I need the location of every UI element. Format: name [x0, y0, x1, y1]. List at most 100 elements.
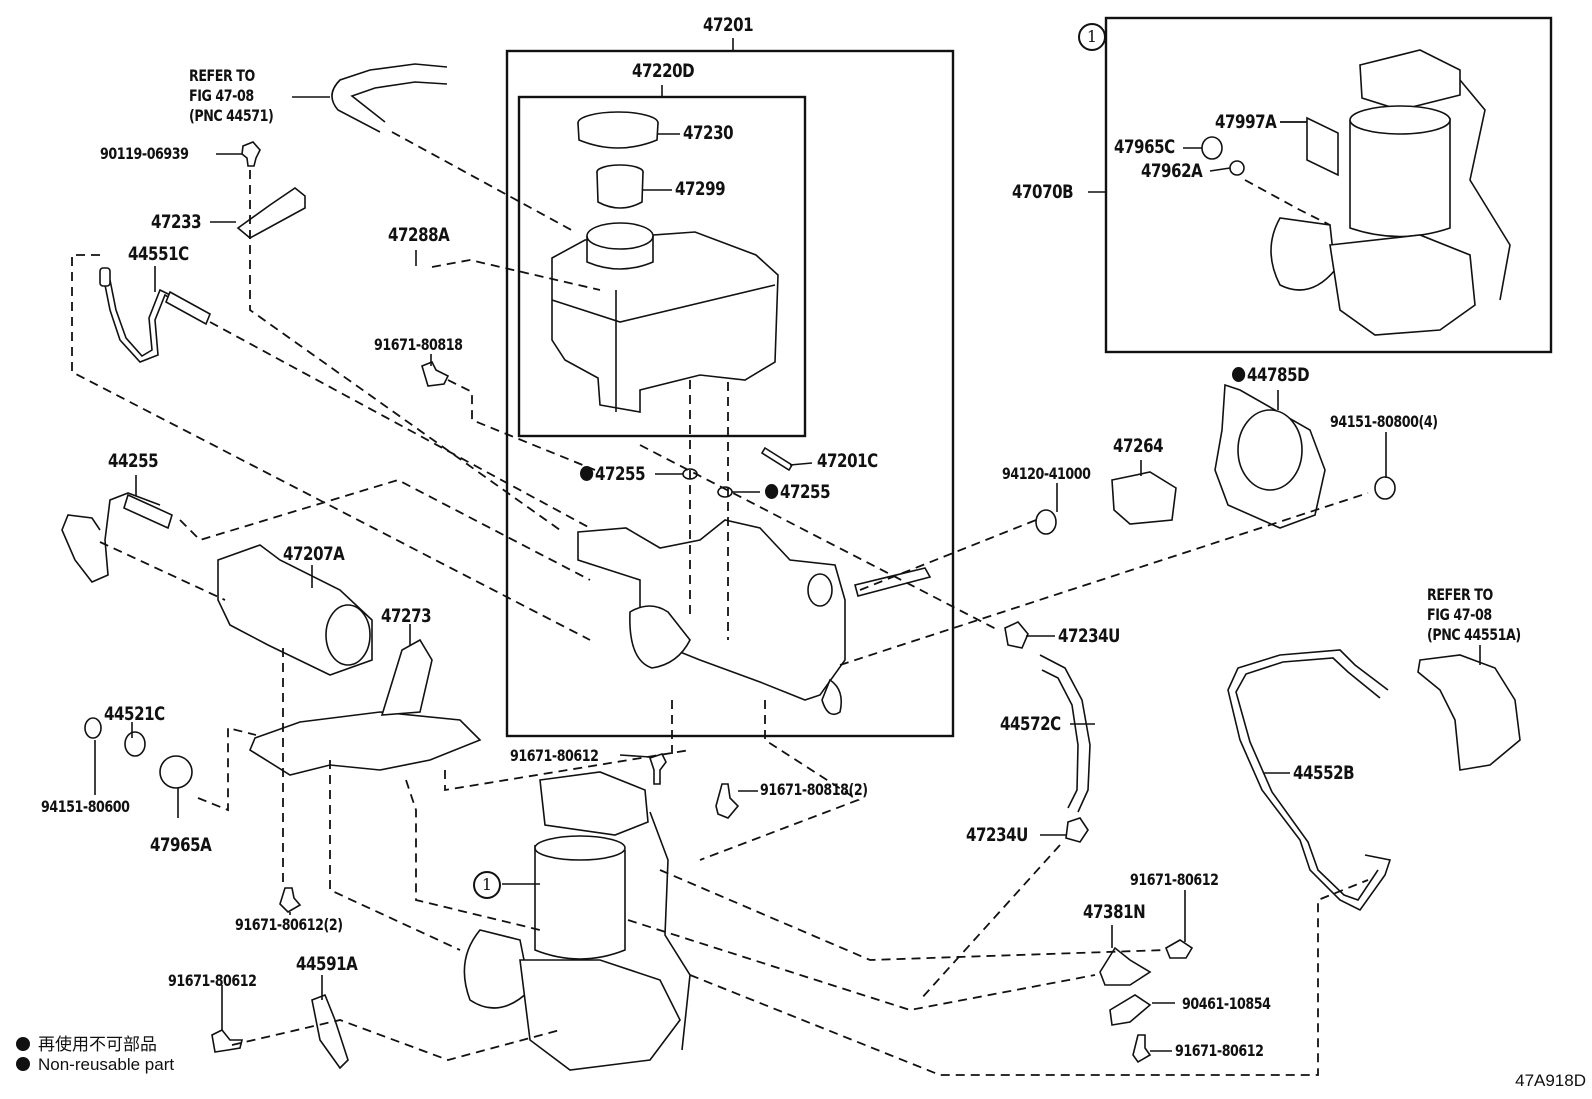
callout-91671-80612-r1[interactable]: 91671-80612	[1130, 870, 1219, 889]
callout-44785D-text: 44785D	[1246, 364, 1310, 386]
legend-japanese: 再使用不可部品	[16, 1030, 157, 1055]
bolt-91671-80612-mid	[648, 753, 667, 785]
solenoid-47207A	[217, 544, 373, 676]
bolt-91671-80612-r1	[1164, 939, 1194, 959]
bolt-91671-80818-x2	[715, 783, 740, 819]
clip-44591A	[311, 993, 349, 1070]
bracket-44551A	[1417, 654, 1521, 771]
brake-master-cylinder	[577, 519, 932, 716]
brake-tube-44552B	[1227, 649, 1392, 912]
grommet-47962A	[1229, 160, 1245, 176]
callout-47255-a-text: 47255	[594, 463, 646, 485]
callout-47962A[interactable]: 47962A	[1141, 160, 1203, 182]
callout-47965A[interactable]: 47965A	[150, 834, 212, 856]
callout-44552B[interactable]: 44552B	[1293, 762, 1355, 784]
grommet-47965C	[1201, 136, 1223, 160]
non-reusable-dot	[580, 466, 594, 481]
callout-47965C[interactable]: 47965C	[1114, 136, 1175, 158]
callout-47233[interactable]: 47233	[151, 211, 202, 233]
callout-44591A[interactable]: 44591A	[296, 953, 358, 975]
bolt-91671-80612-bl	[211, 1028, 244, 1053]
callout-91671-80612-x2[interactable]: 91671-80612(2)	[235, 915, 343, 934]
callout-47264[interactable]: 47264	[1113, 435, 1164, 457]
non-reusable-dot	[1232, 367, 1246, 382]
callout-44521C[interactable]: 44521C	[104, 703, 165, 725]
hose-44571	[331, 63, 448, 133]
assembly-box-47070B	[1104, 16, 1553, 354]
pin-47201C	[760, 446, 794, 472]
non-reusable-dot	[16, 1037, 30, 1051]
leader-lines	[94, 96, 1481, 1052]
reservoir-tank	[551, 222, 779, 413]
callout-47234U-a[interactable]: 47234U	[1058, 625, 1120, 647]
legend-english: Non-reusable part	[16, 1055, 174, 1075]
callout-94120-41000[interactable]: 94120-41000	[1002, 464, 1091, 483]
callout-47201C[interactable]: 47201C	[817, 450, 878, 472]
callout-47299[interactable]: 47299	[675, 178, 726, 200]
pump-motor-assembly-upper	[1270, 49, 1511, 336]
clip-47234U-a	[1004, 621, 1029, 649]
callout-44785D[interactable]: 44785D	[1232, 364, 1310, 386]
gasket-47997A	[1306, 116, 1339, 177]
brake-tube-44255	[61, 492, 173, 583]
pump-motor-assembly-lower	[463, 771, 691, 1071]
callout-47230[interactable]: 47230	[683, 122, 734, 144]
callout-47288A[interactable]: 47288A	[388, 224, 450, 246]
clip-47234U-b	[1065, 817, 1089, 843]
assembly-box-47201	[505, 49, 955, 738]
bushing-44521C	[124, 731, 146, 757]
callout-47207A[interactable]: 47207A	[283, 543, 345, 565]
callout-94151-80800-x4[interactable]: 94151-80800(4)	[1330, 412, 1438, 431]
callout-91671-80612-mid[interactable]: 91671-80612	[510, 746, 599, 765]
callout-47255-b-text: 47255	[779, 481, 831, 503]
bracket-47273	[249, 638, 482, 776]
figure-code: 47A918D	[1515, 1071, 1586, 1090]
callout-47255-a[interactable]: 47255	[580, 463, 646, 485]
callout-91671-80818[interactable]: 91671-80818	[374, 335, 463, 354]
nut-94151-80800	[1374, 476, 1396, 500]
callout-91671-80612-bl[interactable]: 91671-80612	[168, 971, 257, 990]
callout-90119-06939[interactable]: 90119-06939	[100, 144, 189, 163]
callout-44572C[interactable]: 44572C	[1000, 713, 1061, 735]
callout-44551C[interactable]: 44551C	[128, 243, 189, 265]
refer-to-fig-47-08-pnc-44571[interactable]: REFER TO FIG 47-08 (PNC 44571)	[189, 66, 274, 125]
reservoir-cap	[577, 111, 680, 149]
callout-47234U-b[interactable]: 47234U	[966, 824, 1028, 846]
bushing-94120-41000	[1035, 509, 1057, 535]
non-reusable-dot	[765, 484, 779, 499]
bolt-91671-80612-x2	[279, 887, 302, 914]
assembly-marker-1-bottom[interactable]: 1	[473, 871, 501, 899]
callout-47201[interactable]: 47201	[703, 14, 754, 36]
callout-47255-b[interactable]: 47255	[765, 481, 831, 503]
bracket-47233	[236, 187, 306, 239]
legend-english-text: Non-reusable part	[38, 1055, 175, 1074]
gasket-44785D	[1214, 383, 1326, 529]
assembly-dashed-lines	[71, 131, 1369, 1076]
callout-47273[interactable]: 47273	[381, 605, 432, 627]
callout-94151-80600[interactable]: 94151-80600	[41, 797, 130, 816]
bracket-47264	[1111, 471, 1177, 525]
grommet-47965A	[159, 755, 193, 789]
legend-japanese-text: 再使用不可部品	[38, 1035, 157, 1054]
callout-47997A[interactable]: 47997A	[1215, 111, 1277, 133]
reservoir-strainer	[596, 164, 672, 209]
callout-44255[interactable]: 44255	[108, 450, 159, 472]
hose-44572C	[1039, 654, 1091, 813]
bracket-47381N	[1099, 946, 1152, 986]
callout-47220D[interactable]: 47220D	[632, 60, 695, 82]
callout-47070B[interactable]: 47070B	[1012, 181, 1074, 203]
bolt-90119-06939	[241, 141, 261, 167]
assembly-marker-1-top[interactable]: 1	[1078, 23, 1106, 51]
bolt-91671-80818	[421, 360, 450, 387]
callout-47381N[interactable]: 47381N	[1083, 901, 1146, 923]
nut-94151-80600	[84, 717, 102, 739]
bolt-91671-80612-r2	[1132, 1034, 1152, 1064]
bracket-90461-10854	[1109, 994, 1152, 1026]
non-reusable-dot	[16, 1057, 30, 1071]
refer-to-fig-47-08-pnc-44551A[interactable]: REFER TO FIG 47-08 (PNC 44551A)	[1427, 585, 1521, 644]
callout-91671-80612-r2[interactable]: 91671-80612	[1175, 1041, 1264, 1060]
callout-91671-80818-x2[interactable]: 91671-80818(2)	[760, 780, 868, 799]
callout-90461-10854[interactable]: 90461-10854	[1182, 994, 1271, 1013]
